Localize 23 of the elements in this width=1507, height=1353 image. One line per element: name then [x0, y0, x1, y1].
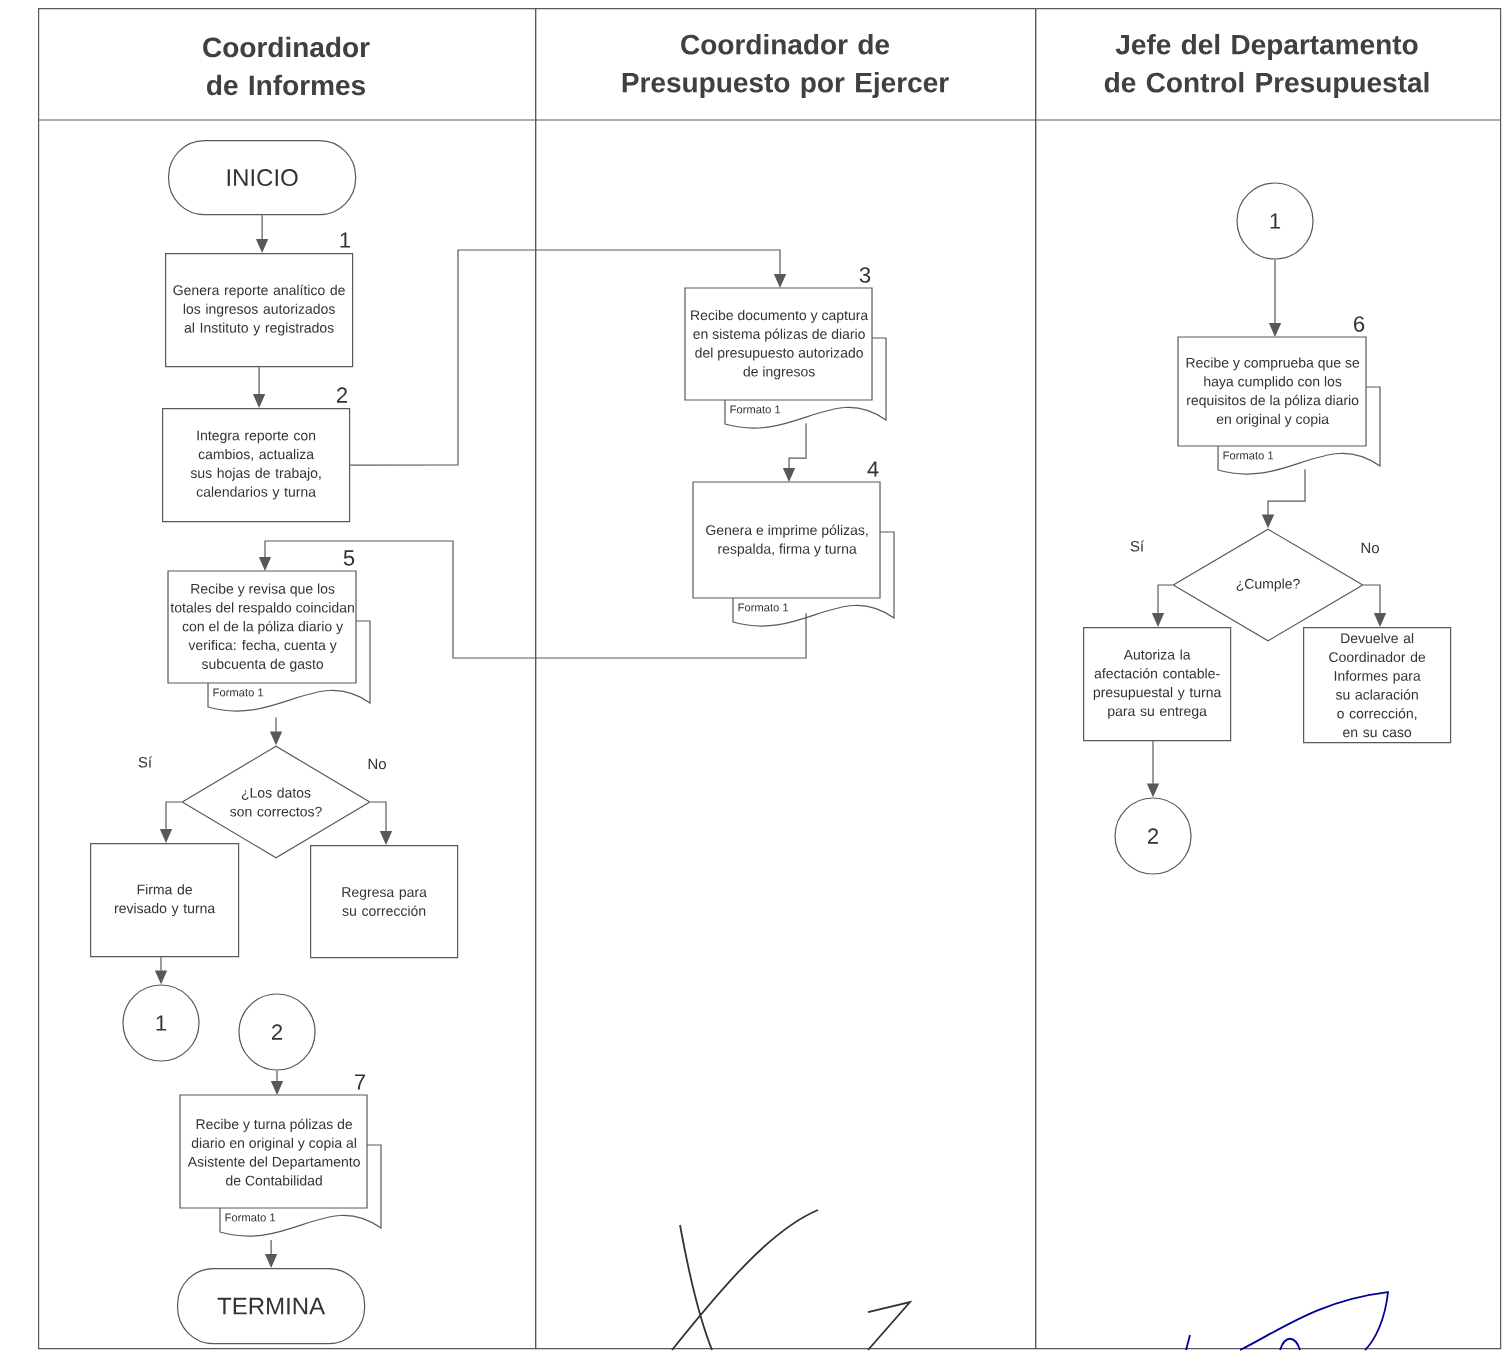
step-number: 7 — [355, 1074, 365, 1090]
process-box: Genera reporte analítico de los ingresos autorizados al Instituto y registrados — [165, 253, 354, 368]
step-number: 3 — [859, 267, 871, 283]
process-box: Devuelve al Coordinador de Informes para su aclaración o corrección, en su caso — [1303, 627, 1452, 744]
arrow — [349, 249, 787, 466]
lane-header: Jefe del Departamento de Control Presupuestal — [1104, 33, 1429, 99]
arrow — [370, 801, 393, 845]
step-number: 2 — [337, 387, 348, 403]
lane-header: Coordinador de Presupuesto por Ejercer — [622, 33, 949, 99]
process-box: Firma de revisado y turna — [90, 843, 240, 958]
step-number: 6 — [1354, 316, 1365, 332]
step-number: 1 — [340, 232, 351, 248]
step-number: 4 — [867, 461, 879, 477]
edge-label: No — [1361, 542, 1379, 554]
lane-header: Coordinador de Informes — [203, 36, 370, 96]
step-number: 5 — [343, 550, 355, 566]
edge-label: Sí — [138, 756, 153, 768]
process-box: Autoriza la afectación contable-presupuestal y turna para su entrega — [1083, 627, 1232, 742]
edge-label: No — [368, 758, 386, 770]
process-box: Integra reporte con cambios, actualiza sus hojas de trabajo, calendarios y turna — [162, 408, 351, 523]
process-box: Regresa para su corrección — [310, 845, 459, 959]
arrow — [1363, 584, 1387, 627]
edge-label: Sí — [1130, 540, 1145, 552]
